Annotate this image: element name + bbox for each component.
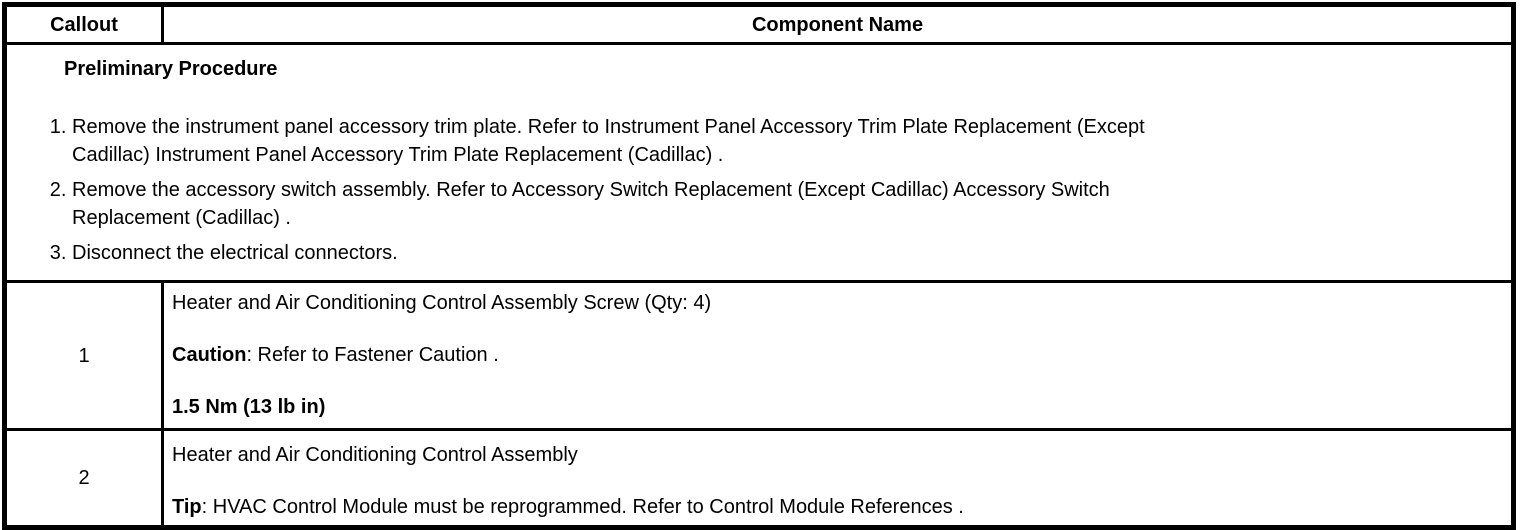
preliminary-step-2: Remove the accessory switch assembly. Re… bbox=[72, 176, 1501, 232]
preliminary-procedure-row: Preliminary Procedure Remove the instrum… bbox=[3, 42, 1515, 283]
component-name-line: Heater and Air Conditioning Control Asse… bbox=[172, 289, 1503, 317]
component-description-cell: Heater and Air Conditioning Control Asse… bbox=[161, 280, 1515, 431]
component-name-line: Heater and Air Conditioning Control Asse… bbox=[172, 441, 1503, 469]
preliminary-steps-list: Remove the instrument panel accessory tr… bbox=[15, 113, 1501, 267]
caution-label: Caution bbox=[172, 344, 247, 366]
caution-text: : Refer to Fastener Caution . bbox=[246, 344, 499, 366]
preliminary-step-3: Disconnect the electrical connectors. bbox=[72, 239, 1501, 267]
preliminary-step-1: Remove the instrument panel accessory tr… bbox=[72, 113, 1501, 169]
component-description-cell: Heater and Air Conditioning Control Asse… bbox=[161, 428, 1515, 529]
table-row: 2 Heater and Air Conditioning Control As… bbox=[3, 428, 1515, 529]
callout-number: 1 bbox=[3, 280, 164, 431]
callout-column-header: Callout bbox=[3, 3, 164, 45]
preliminary-step-3-text: Disconnect the electrical connectors. bbox=[72, 242, 398, 264]
preliminary-procedure-cell: Preliminary Procedure Remove the instrum… bbox=[3, 42, 1515, 283]
tip-text: : HVAC Control Module must be reprogramm… bbox=[201, 496, 964, 518]
table-header-row: Callout Component Name bbox=[3, 3, 1515, 45]
component-regular-text: Heater and Air Conditioning Control Asse… bbox=[172, 292, 712, 314]
torque-spec-line: 1.5 Nm (13 lb in) bbox=[172, 393, 1503, 421]
callout-number: 2 bbox=[3, 428, 164, 529]
tip-line: Tip: HVAC Control Module must be reprogr… bbox=[172, 493, 1503, 521]
preliminary-step-2-text: Remove the accessory switch assembly. Re… bbox=[72, 179, 1110, 229]
table-row: 1 Heater and Air Conditioning Control As… bbox=[3, 280, 1515, 431]
torque-spec-text: 1.5 Nm (13 lb in) bbox=[172, 396, 326, 418]
component-name-column-header: Component Name bbox=[161, 3, 1515, 45]
tip-label: Tip bbox=[172, 496, 202, 518]
component-regular-text: Heater and Air Conditioning Control Asse… bbox=[172, 444, 578, 466]
preliminary-step-1-text: Remove the instrument panel accessory tr… bbox=[72, 116, 1145, 166]
preliminary-procedure-title: Preliminary Procedure bbox=[64, 58, 278, 80]
caution-line: Caution: Refer to Fastener Caution . bbox=[172, 341, 1503, 369]
